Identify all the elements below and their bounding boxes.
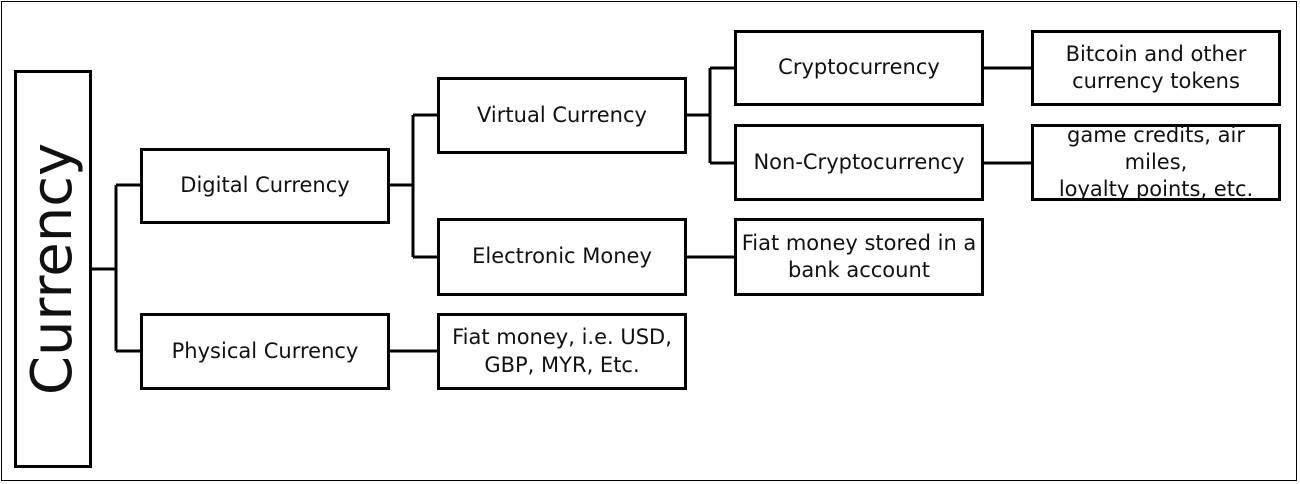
node-cryptocurrency: Cryptocurrency: [734, 30, 984, 106]
node-label: Electronic Money: [472, 244, 652, 269]
node-electronic-example: Fiat money stored in a bank account: [734, 218, 984, 296]
node-label: Bitcoin and other currency tokens: [1065, 41, 1247, 93]
node-label: Physical Currency: [171, 338, 359, 363]
node-label: Fiat money stored in a bank account: [741, 230, 977, 282]
node-physical-example: Fiat money, i.e. USD, GBP, MYR, Etc.: [437, 313, 687, 390]
node-virtual-currency: Virtual Currency: [437, 77, 687, 154]
node-label: Digital Currency: [180, 173, 350, 198]
node-label: Fiat money, i.e. USD, GBP, MYR, Etc.: [452, 325, 672, 377]
node-label: Virtual Currency: [477, 102, 647, 127]
node-crypto-example: Bitcoin and other currency tokens: [1031, 30, 1281, 106]
node-physical-currency: Physical Currency: [140, 313, 390, 390]
root-label: Currency: [20, 142, 85, 396]
node-label: Non-Cryptocurrency: [753, 149, 965, 174]
node-non-cryptocurrency: Non-Cryptocurrency: [734, 124, 984, 201]
root-node-currency: Currency: [14, 70, 92, 468]
node-electronic-money: Electronic Money: [437, 218, 687, 296]
node-noncrypto-example: game credits, air miles, loyalty points,…: [1031, 122, 1281, 202]
node-label: game credits, air miles, loyalty points,…: [1058, 122, 1254, 202]
node-digital-currency: Digital Currency: [140, 148, 390, 224]
node-label: Cryptocurrency: [778, 55, 940, 80]
